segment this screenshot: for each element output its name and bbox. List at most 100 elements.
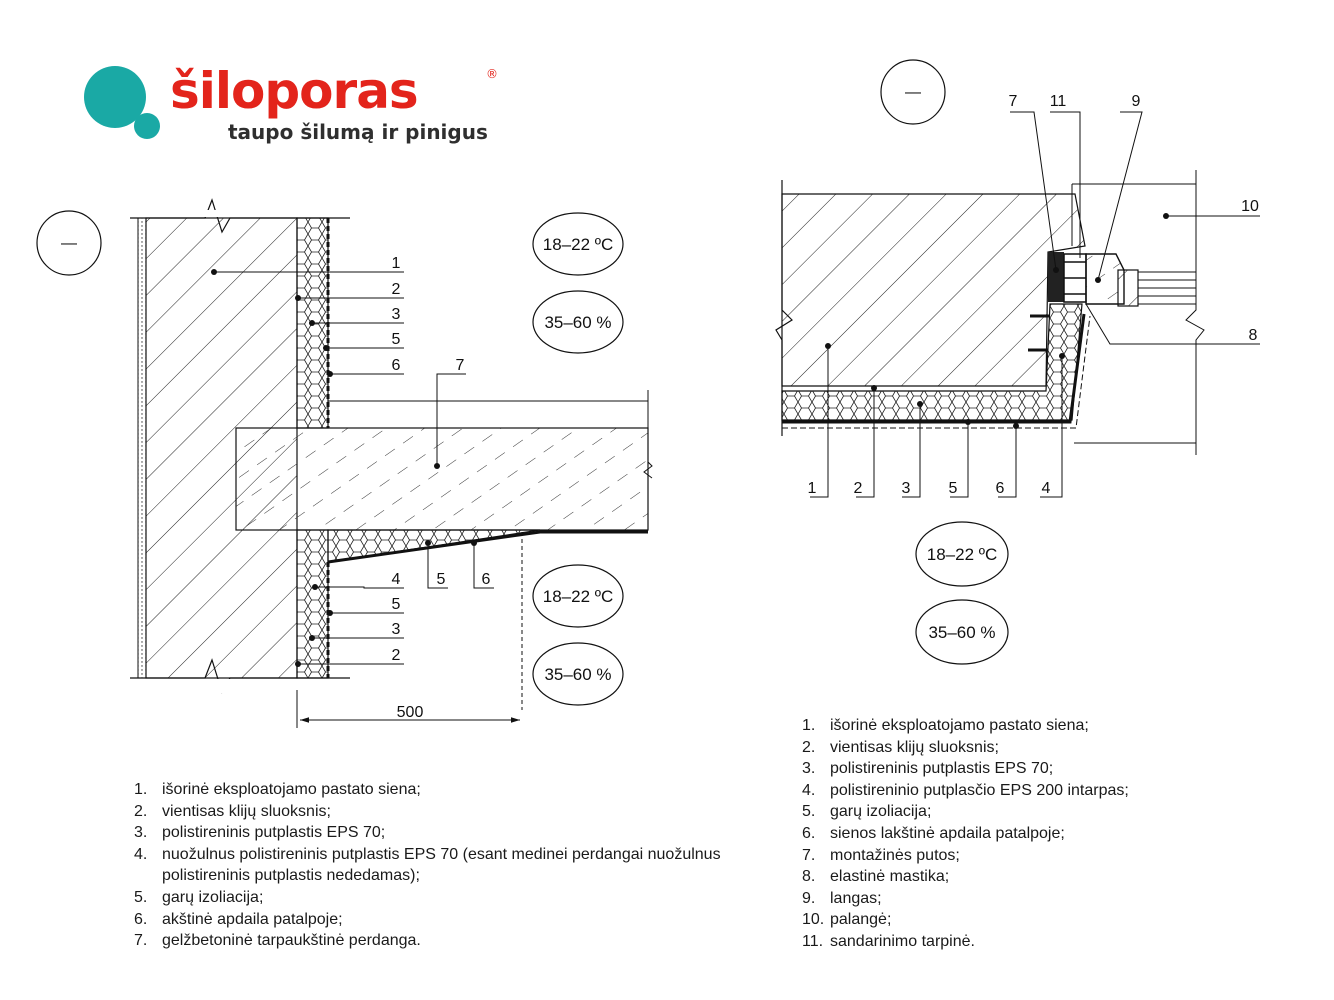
section-mark: — bbox=[61, 235, 77, 252]
callout-5: 5 bbox=[392, 331, 401, 348]
callout-r3: 3 bbox=[902, 480, 911, 497]
callout-6-lower: 6 bbox=[482, 571, 491, 588]
wall-break-bottom bbox=[130, 658, 350, 694]
legend-number: 2. bbox=[134, 802, 148, 820]
callout-r10: 10 bbox=[1241, 198, 1259, 215]
reveal-insulation-right bbox=[781, 303, 1083, 421]
climate-humidity-right bbox=[915, 599, 1009, 665]
legend-number: 3. bbox=[802, 760, 816, 778]
logo-dot-small bbox=[134, 113, 160, 139]
callout-r8: 8 bbox=[1249, 327, 1258, 344]
logo-dot-large bbox=[84, 66, 146, 128]
legend-number: 8. bbox=[802, 868, 816, 886]
legend-text: polistireninis putplastis EPS 70; bbox=[162, 824, 386, 842]
callout-3: 3 bbox=[392, 306, 401, 323]
legend-number: 5. bbox=[134, 888, 148, 906]
legend-number: 4. bbox=[802, 781, 816, 799]
logo-wordmark: šiloporas bbox=[170, 62, 418, 120]
legend-item: 5. garų izoliacija; bbox=[134, 887, 734, 909]
registered-mark: ® bbox=[486, 67, 498, 81]
climate-humidity-bottom bbox=[532, 642, 624, 706]
legend-number: 5. bbox=[802, 803, 816, 821]
legend-item: 1. išorinė eksploatojamo pastato siena; bbox=[134, 779, 734, 801]
climate-humidity-top bbox=[532, 290, 624, 354]
callout-5-lower: 5 bbox=[437, 571, 446, 588]
callout-7: 7 bbox=[456, 357, 465, 374]
legend-item: 6.sienos lakštinė apdaila patalpoje; bbox=[802, 823, 1262, 845]
svg-text:35–60 %: 35–60 % bbox=[544, 665, 611, 684]
legend-number: 9. bbox=[802, 889, 816, 907]
legend-right: 1.išorinė eksploatojamo pastato siena;2.… bbox=[802, 715, 1262, 953]
mounting-foam bbox=[1048, 252, 1064, 302]
callout-2: 2 bbox=[392, 281, 401, 298]
right-detail: — bbox=[775, 59, 1260, 665]
callout-r7: 7 bbox=[1009, 93, 1018, 110]
vapour-barrier-right bbox=[782, 313, 1086, 424]
section-mark-right: — bbox=[905, 84, 921, 101]
legend-item: 10.palangė; bbox=[802, 909, 1262, 931]
section-mark-circle bbox=[36, 210, 102, 276]
legend-item: 3.polistireninis putplastis EPS 70; bbox=[134, 822, 734, 844]
legend-number: 1. bbox=[134, 781, 148, 798]
svg-text:18–22 ºC: 18–22 ºC bbox=[927, 545, 997, 564]
svg-text:18–22 ºC: 18–22 ºC bbox=[543, 235, 613, 254]
legend-number: 1. bbox=[802, 717, 816, 734]
callout-4: 4 bbox=[392, 571, 401, 588]
left-detail: — 500 bbox=[36, 198, 653, 728]
legend-item: 9.langas; bbox=[802, 888, 1262, 910]
legend-item: 4. polistireninio putplasčio EPS 200 inta… bbox=[802, 780, 1262, 802]
svg-text:35–60 %: 35–60 % bbox=[544, 313, 611, 332]
legend-item: 6. akštinė apdaila patalpoje; bbox=[134, 909, 734, 931]
callout-r4: 4 bbox=[1042, 480, 1051, 497]
callout-r6: 6 bbox=[996, 480, 1005, 497]
callout-1: 1 bbox=[392, 255, 401, 272]
climate-temp-top bbox=[532, 212, 624, 276]
legend-text: išorinė eksploatojamo pastato siena; bbox=[162, 781, 421, 798]
legend-text: vientisas klijų sluoksnis; bbox=[830, 738, 999, 756]
legend-text: akštinė apdaila patalpoje; bbox=[162, 910, 343, 928]
legend-item: 5. garų izoliacija; bbox=[802, 801, 1262, 823]
legend-left: 1. išorinė eksploatojamo pastato siena; 2.… bbox=[134, 779, 734, 952]
callout-3-lower: 3 bbox=[392, 621, 401, 638]
legend-item: 2. vientisas klijų sluoksnis; bbox=[134, 801, 734, 823]
legend-item: 7.montažinės putos; bbox=[802, 845, 1262, 867]
dimension-value: 500 bbox=[397, 704, 424, 721]
legend-item: 1.išorinė eksploatojamo pastato siena; bbox=[802, 715, 1262, 737]
legend-item: 11.sandarinimo tarpinė. bbox=[802, 931, 1262, 953]
legend-number: 7. bbox=[134, 932, 148, 950]
legend-number: 10. bbox=[802, 911, 825, 929]
legend-text: polistireninis putplastis EPS 70; bbox=[830, 760, 1054, 778]
legend-number: 7. bbox=[802, 846, 816, 864]
legend-text: garų izoliacija; bbox=[162, 888, 264, 906]
legend-item: 4.nuožulnus polistireninis putplastis EP… bbox=[134, 844, 734, 887]
callout-6: 6 bbox=[392, 357, 401, 374]
callout-2-lower: 2 bbox=[392, 647, 401, 664]
svg-text:35–60 %: 35–60 % bbox=[928, 623, 995, 642]
legend-item: 7. gelžbetoninė tarpaukštinė perdanga. bbox=[134, 930, 734, 952]
callout-r5: 5 bbox=[949, 480, 958, 497]
concrete-slab bbox=[235, 427, 649, 531]
callout-r11: 11 bbox=[1050, 93, 1067, 110]
legend-text: elastinė mastika; bbox=[830, 868, 950, 886]
outer-wall-plaster bbox=[137, 217, 147, 679]
legend-text: nuožulnus polistireninis putplastis EPS … bbox=[162, 845, 721, 885]
legend-number: 6. bbox=[134, 910, 148, 928]
climate-temp-bottom bbox=[532, 564, 624, 628]
logo-tagline: taupo šilumą ir pinigus bbox=[228, 120, 488, 144]
legend-text: vientisas klijų sluoksnis; bbox=[162, 802, 331, 820]
legend-text: gelžbetoninė tarpaukštinė perdanga. bbox=[162, 932, 421, 950]
legend-number: 11. bbox=[802, 932, 824, 950]
callout-r2: 2 bbox=[854, 480, 863, 497]
legend-text: garų izoliacija; bbox=[830, 803, 932, 821]
legend-item: 2. vientisas klijų sluoksnis; bbox=[802, 737, 1262, 759]
upper-floor-surface bbox=[328, 400, 648, 429]
legend-number: 6. bbox=[802, 824, 816, 842]
legend-text: polistireninio putplasčio EPS 200 intarp… bbox=[830, 781, 1129, 799]
window-glazing bbox=[1138, 271, 1196, 305]
climate-temp-right bbox=[915, 521, 1009, 587]
legend-item: 8. elastinė mastika; bbox=[802, 866, 1262, 888]
legend-number: 2. bbox=[802, 738, 816, 756]
sloped-finish bbox=[327, 530, 648, 564]
callout-5-wall: 5 bbox=[392, 596, 401, 613]
